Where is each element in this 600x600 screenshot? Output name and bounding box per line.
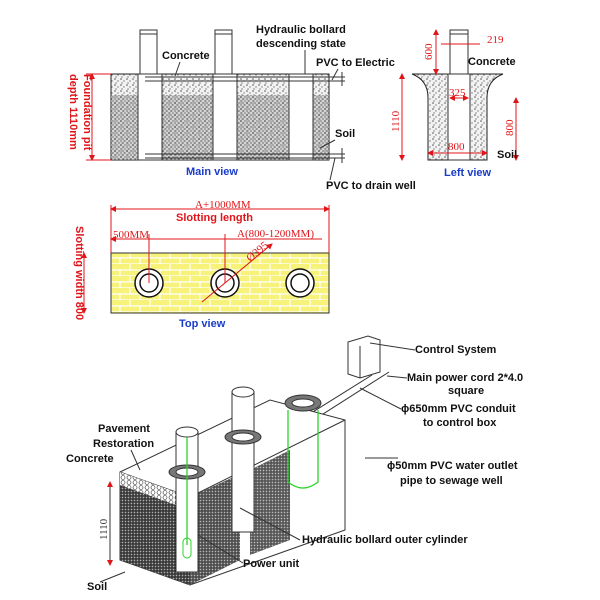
label-soil: Soil: [335, 128, 355, 140]
iso-bollard-2: [224, 386, 262, 533]
main-bollard-2: [214, 29, 233, 75]
label-outlet-2: pipe to sewage well: [400, 475, 503, 487]
iso-bollard-3-outline: [284, 394, 322, 489]
dim-bollard-width: 219: [487, 34, 504, 46]
dim-lower-depth: 800: [504, 119, 516, 136]
iso-view: 1110 Control System Main power cord 2*4.…: [66, 335, 523, 593]
label-power-cord-2: square: [448, 385, 484, 397]
dim-cylinder: 325: [449, 87, 466, 99]
iso-bollard-1: [168, 426, 206, 573]
label-pvc-drain: PVC to drain well: [326, 180, 416, 192]
dim-total-depth: 1110: [390, 110, 402, 132]
control-box: [347, 335, 381, 379]
label-power-cord-1: Main power cord 2*4.0: [407, 372, 523, 384]
iso-depth: 1110: [98, 518, 110, 540]
label-outer-cylinder: Hydraulic bollard outer cylinder: [302, 534, 468, 546]
label-bollard-state-1: Hydraulic bollard: [256, 24, 346, 36]
top-width-label: Slotting width 800: [73, 226, 85, 320]
label-pavement-2: Restoration: [93, 438, 154, 450]
label-bollard-state-2: descending state: [256, 38, 346, 50]
dim-pit-width: 800: [448, 141, 465, 153]
depth-label-2: depth 1110mm: [67, 74, 79, 150]
label-control-system: Control System: [415, 344, 497, 356]
label-pavement-1: Pavement: [98, 423, 150, 435]
left-view-caption: Left view: [444, 167, 492, 179]
top-spacing: A(800-1200MM): [237, 228, 314, 240]
label-power-unit: Power unit: [243, 558, 300, 570]
label-pvc-electric: PVC to Electric: [316, 57, 395, 69]
left-view: 600 219 1110 325 800 800 Concrete Soil L…: [390, 29, 519, 179]
label-conduit-1: ϕ650mm PVC conduit: [401, 403, 516, 415]
label-outlet-1: ϕ50mm PVC water outlet: [387, 460, 518, 472]
left-label-soil: Soil: [497, 149, 517, 161]
main-cylinder-3: [288, 73, 314, 161]
top-length-label: Slotting length: [176, 212, 253, 224]
top-total-length: A+1000MM: [195, 199, 251, 211]
main-bollard-1: [139, 29, 158, 75]
label-soil-iso: Soil: [87, 581, 107, 593]
top-view: A+1000MM Slotting length 500MM A(800-120…: [73, 199, 330, 330]
label-conduit-2: to control box: [423, 417, 497, 429]
main-cylinder-2: [212, 73, 238, 161]
left-label-concrete: Concrete: [468, 56, 516, 68]
top-view-caption: Top view: [179, 318, 226, 330]
top-bollard-3: [285, 268, 315, 298]
left-bollard: [449, 29, 469, 75]
depth-label-1: Foundation pit: [81, 74, 93, 151]
top-end-offset: 500MM: [113, 229, 149, 241]
label-concrete: Concrete: [162, 50, 210, 62]
main-view: Foundation pit depth 1110mm Hydraulic bo…: [67, 24, 416, 192]
dim-height-above: 600: [423, 43, 435, 60]
label-concrete-iso: Concrete: [66, 453, 114, 465]
main-cylinder-1: [137, 73, 163, 161]
main-view-caption: Main view: [186, 166, 238, 178]
